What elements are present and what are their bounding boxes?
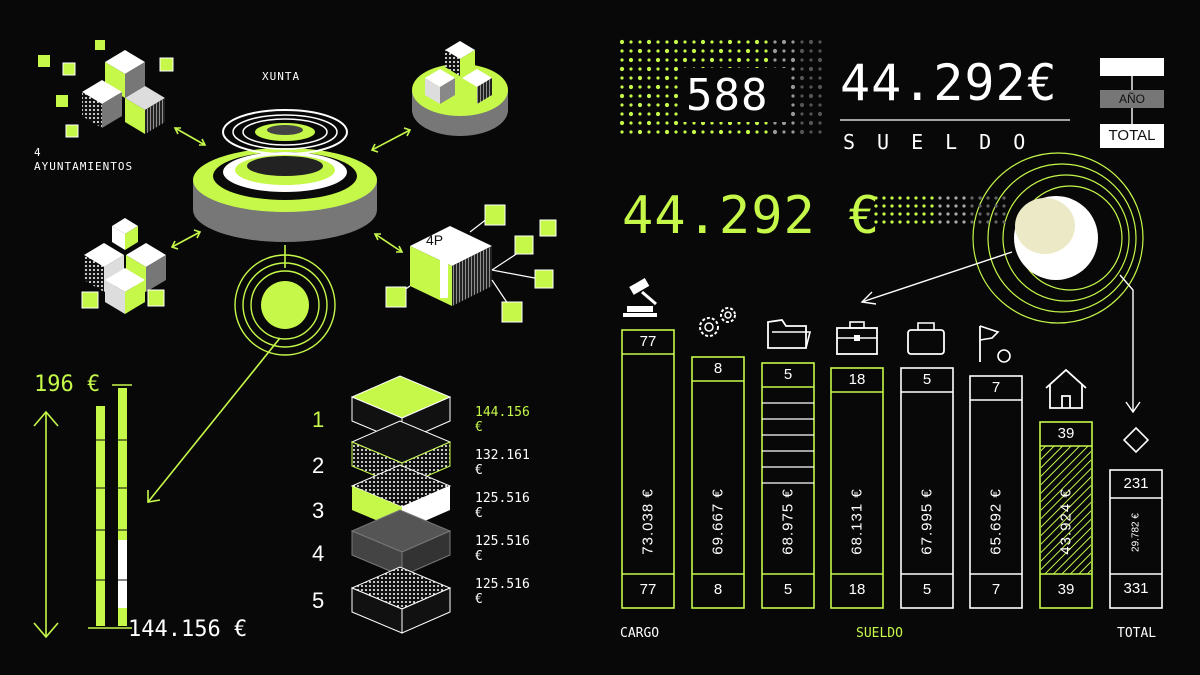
- concentric-rings: [972, 152, 1144, 324]
- layer-value-5: 125.516 €: [475, 577, 530, 607]
- house-icon: [1045, 368, 1087, 409]
- layer-value-1: 144.156 €: [475, 405, 530, 435]
- bar-salary-value: 68.131 €: [848, 488, 866, 555]
- xunta-label: XUNTA: [262, 70, 301, 83]
- bag-icon: [907, 322, 945, 355]
- stacked-layers: [350, 375, 452, 634]
- bar-7: [1039, 421, 1093, 609]
- salary-range-arrow: [33, 384, 132, 639]
- bar-bottom-value: 39: [1057, 581, 1075, 598]
- total-bar-value: 231: [1123, 475, 1149, 492]
- bar-top-value: 5: [783, 366, 793, 383]
- bar-top-value: 8: [713, 360, 723, 377]
- axis-label-sueldo: SUELDO: [856, 626, 903, 641]
- legend-total: TOTAL: [1108, 127, 1156, 144]
- bar-6: [969, 375, 1023, 609]
- bar-bottom-value: 18: [848, 581, 866, 598]
- layer-number-3: 3: [312, 498, 325, 523]
- salary-label: SUELDO: [843, 130, 1048, 154]
- right-graphic: [619, 39, 1164, 609]
- range-bars: [96, 388, 127, 626]
- range-bottom-value: 144.156 €: [128, 617, 248, 642]
- ayuntamientos-label: AYUNTAMIENTOS: [34, 160, 134, 173]
- count-value: 588: [686, 70, 769, 121]
- bar-salary-value: 68.975 €: [779, 488, 797, 555]
- gears-icon: [699, 307, 736, 337]
- count-box: [678, 68, 788, 122]
- four-p-box: [385, 204, 557, 323]
- bar-4: [830, 367, 884, 609]
- bar-salary-value: 73.038 €: [639, 488, 657, 555]
- range-top-value: 196 €: [34, 372, 101, 397]
- total-bar-salary: 29.782 €: [1130, 513, 1142, 552]
- total-bar: [1109, 469, 1163, 609]
- layer-number-4: 4: [312, 541, 325, 566]
- bar-salary-value: 65.692 €: [987, 488, 1005, 555]
- dot-field-tertiary: [874, 196, 1006, 224]
- layer-number-1: 1: [312, 407, 325, 432]
- bar-hatch: [1041, 446, 1091, 574]
- cube-disc-top-right: [412, 41, 508, 136]
- layer-value-2: 132.161 €: [475, 448, 530, 478]
- bar-5: [900, 367, 954, 609]
- layer-value-4: 125.516 €: [475, 534, 530, 564]
- circle-arrows: [860, 251, 1141, 414]
- bar-salary-value: 69.667 €: [709, 488, 727, 555]
- salary-value: 44.292€: [840, 54, 1058, 112]
- flag-icon: [979, 325, 1011, 363]
- bar-top-value: 18: [848, 371, 866, 388]
- layer-value-3: 125.516 €: [475, 491, 530, 521]
- bar-bottom-value: 5: [783, 581, 793, 598]
- bar-top-value: 39: [1057, 425, 1075, 442]
- bar-bottom-value: 8: [713, 581, 723, 598]
- network-graphic: [33, 40, 557, 639]
- xunta-rings: [193, 109, 377, 242]
- bar-chart: [621, 278, 1163, 609]
- year-total-legend: [1100, 58, 1164, 148]
- bar-salary-value: 43.924 €: [1057, 488, 1075, 555]
- briefcase-icon: [836, 321, 878, 355]
- cube-cluster-top-left: [38, 40, 174, 138]
- ayuntamientos-count: 4: [34, 146, 42, 159]
- bar-top-value: 5: [922, 371, 932, 388]
- folder-icon: [767, 319, 812, 349]
- bar-top-value: 77: [639, 333, 657, 350]
- bar-bottom-value: 7: [991, 581, 1001, 598]
- diamond-icon: [1122, 426, 1150, 454]
- legend-year: AÑO: [1118, 92, 1145, 106]
- layer-number-2: 2: [312, 453, 325, 478]
- cube-cluster-bottom-left: [81, 218, 166, 314]
- axis-label-total: TOTAL: [1117, 626, 1157, 641]
- bar-top-value: 7: [991, 379, 1001, 396]
- bar-bottom-value: 77: [639, 581, 657, 598]
- gavel-icon: [623, 278, 657, 317]
- target-circle: [234, 254, 336, 356]
- axis-label-cargo: CARGO: [620, 626, 660, 641]
- connector-arrows: [147, 127, 412, 503]
- total-bar-value: 331: [1123, 580, 1149, 597]
- layer-number-5: 5: [312, 588, 325, 613]
- bar-2: [691, 356, 745, 609]
- bar-bottom-value: 5: [922, 581, 932, 598]
- bar-salary-value: 67.995 €: [918, 488, 936, 555]
- bar-3: [761, 362, 815, 609]
- big-salary-value: 44.292 €: [622, 186, 881, 246]
- four-p-label: 4P: [426, 232, 444, 248]
- bar-1: [621, 329, 675, 609]
